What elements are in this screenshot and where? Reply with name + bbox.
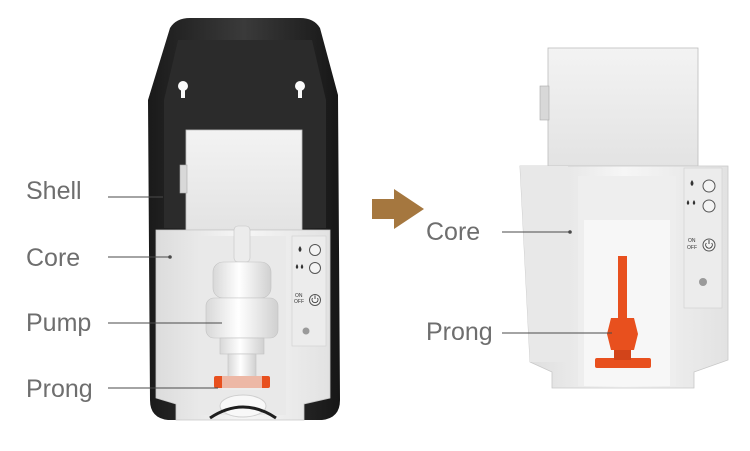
right-core-unit: ON OFF <box>519 47 729 389</box>
label-core-left: Core <box>26 244 81 272</box>
right-button-single-dose[interactable] <box>702 179 716 193</box>
right-button-double-dose[interactable] <box>702 199 716 213</box>
left-pump <box>205 225 279 381</box>
label-pump: Pump <box>26 309 92 337</box>
left-button-single-dose[interactable] <box>309 244 321 256</box>
right-sensor <box>699 278 707 286</box>
left-mount-hole-right-icon <box>295 81 305 98</box>
left-power-icon[interactable] <box>309 294 321 306</box>
left-off-label: OFF <box>294 299 304 305</box>
left-mount-hole-left-icon <box>178 81 188 98</box>
left-double-drop-icon <box>295 264 304 269</box>
label-shell: Shell <box>26 177 82 205</box>
left-card-tab <box>179 164 188 194</box>
right-drop-icon <box>690 180 694 186</box>
left-on-label: ON <box>295 293 303 299</box>
left-button-double-dose[interactable] <box>309 262 321 274</box>
label-prong-right: Prong <box>426 318 493 346</box>
label-prong-left: Prong <box>26 375 93 403</box>
label-core-right: Core <box>426 218 481 246</box>
left-sensor <box>302 327 310 335</box>
right-power-icon[interactable] <box>702 238 716 252</box>
left-prong <box>214 376 270 390</box>
left-control-panel <box>291 235 327 347</box>
right-card-tab <box>539 85 550 121</box>
right-refill-card <box>547 47 699 167</box>
right-on-label: ON <box>688 238 696 244</box>
left-drop-icon <box>298 246 302 252</box>
right-off-label: OFF <box>687 245 697 251</box>
right-prong <box>595 256 651 368</box>
arrow-right-icon <box>372 189 424 229</box>
left-dispenser: ON OFF <box>148 18 340 421</box>
left-refill-card <box>185 129 303 231</box>
right-double-drop-icon <box>686 200 696 205</box>
